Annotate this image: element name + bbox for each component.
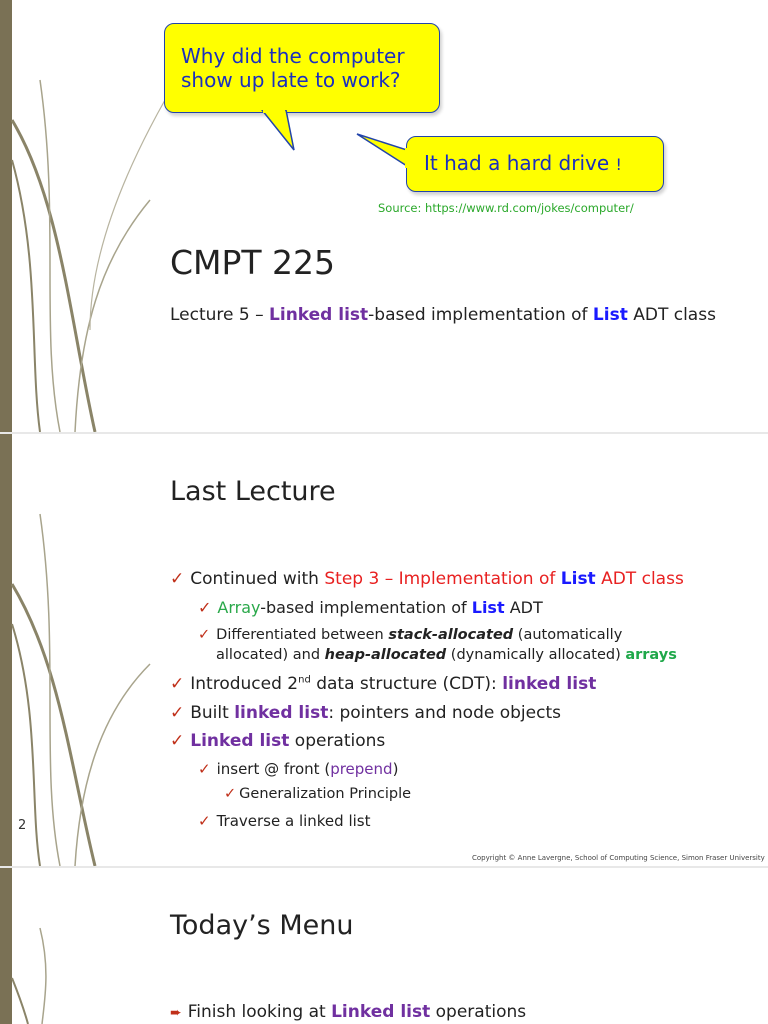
subtitle-list: List — [592, 305, 628, 325]
slide-separator — [0, 432, 768, 434]
bullet-prepend: prepend — [330, 760, 393, 778]
decorative-leaves — [10, 79, 166, 432]
bullet-operations: ✓Linked list operations — [170, 731, 385, 751]
bullet-built: ✓Built linked list: pointers and node ob… — [170, 703, 561, 723]
check-icon: ✓ — [170, 731, 185, 751]
lecture-subtitle: Lecture 5 – Linked list-based implementa… — [170, 305, 716, 325]
bullet-array-based: ✓ Array-based implementation of List ADT — [198, 598, 543, 617]
bullet-continued: ✓Continued with Step 3 – Implementation … — [170, 569, 684, 589]
bullet-text: Built — [190, 703, 235, 723]
bullet-text-2: operations — [430, 1002, 527, 1022]
bullet-heap-allocated: heap-allocated — [324, 647, 447, 663]
bullet-linked-list: Linked list — [331, 1002, 431, 1022]
course-title: CMPT 225 — [170, 243, 336, 282]
bullet-text: Differentiated between — [216, 627, 389, 643]
bullet-arrays-word: arrays — [625, 647, 677, 663]
bullet-array-word: Array — [217, 598, 261, 617]
bullet-text: operations — [289, 731, 386, 751]
check-icon: ✓ — [170, 569, 185, 589]
bullet-text-3: allocated) and — [216, 647, 325, 663]
bullet-superscript: nd — [298, 674, 311, 686]
copyright: Copyright © Anne Lavergne, School of Com… — [472, 854, 765, 862]
bullet-stack-allocated: stack-allocated — [388, 627, 514, 643]
subtitle-mid: -based implementation of — [368, 305, 593, 325]
slide-3: Today’s Menu ➨ Finish looking at Linked l… — [0, 868, 768, 1024]
joke-source: Source: https://www.rd.com/jokes/compute… — [378, 201, 634, 215]
check-icon: ✓ — [198, 598, 212, 617]
bullet-text: insert @ front ( — [216, 760, 331, 778]
subtitle-prefix: Lecture 5 – — [170, 305, 270, 325]
bullet-text-4: (dynamically allocated) — [446, 647, 626, 663]
check-icon: ✓ — [198, 812, 211, 830]
slide-1: Why did the computer show up late to wor… — [0, 0, 768, 432]
bullet-text: Generalization Principle — [239, 786, 412, 802]
bullet-text: -based implementation of — [260, 598, 472, 617]
bubble-tail-2 — [356, 133, 409, 168]
bullet-list-keyword: List — [471, 598, 505, 617]
bullet-finish: ➨ Finish looking at Linked list operation… — [170, 1002, 526, 1022]
bullet-traverse: ✓ Traverse a linked list — [198, 812, 370, 830]
bullet-introduced: ✓Introduced 2nd data structure (CDT): li… — [170, 674, 596, 694]
slide-separator — [0, 866, 768, 868]
bullet-red-text-2: ADT class — [595, 569, 684, 589]
check-icon: ✓ — [198, 627, 211, 643]
joke-answer-bubble: It had a hard drive ! — [406, 136, 664, 192]
bullet-text-2: data structure (CDT): — [310, 674, 503, 694]
slide-side-bar — [0, 868, 12, 1024]
bullet-linked-list: Linked list — [190, 731, 290, 751]
bullet-linked-list: linked list — [502, 674, 597, 694]
bullet-text: Finish looking at — [187, 1002, 332, 1022]
slide-2: Last Lecture ✓Continued with Step 3 – Im… — [0, 434, 768, 866]
check-icon: ✓ — [170, 703, 185, 723]
bullet-text-2: ) — [392, 760, 399, 778]
slide-title: Today’s Menu — [170, 910, 354, 941]
bullet-text: Introduced 2 — [190, 674, 299, 694]
check-icon: ✓ — [198, 760, 211, 778]
bullet-red-text: Step 3 – Implementation of — [324, 569, 561, 589]
bullet-generalization: ✓Generalization Principle — [224, 786, 411, 802]
bullet-text: Traverse a linked list — [216, 812, 371, 830]
bullet-text-2: (automatically — [513, 627, 623, 643]
joke-question-bubble: Why did the computer show up late to wor… — [164, 23, 440, 113]
joke-answer-excl: ! — [615, 155, 622, 174]
bullet-text-2: : pointers and node objects — [328, 703, 561, 723]
check-icon: ✓ — [170, 674, 185, 694]
decorative-leaves — [11, 927, 47, 1024]
bullet-differentiated-line2: allocated) and heap-allocated (dynamical… — [216, 647, 677, 663]
bullet-list-keyword: List — [560, 569, 596, 589]
slide-side-bar — [0, 0, 12, 432]
bullet-suffix: ADT — [504, 598, 543, 617]
page-number: 2 — [18, 818, 27, 833]
check-icon: ✓ — [224, 786, 237, 802]
decorative-leaves — [10, 513, 151, 866]
arrow-bullet-icon: ➨ — [170, 1005, 182, 1021]
bullet-linked-list: linked list — [234, 703, 329, 723]
bubble-tail — [261, 110, 295, 151]
slide-title: Last Lecture — [170, 476, 336, 507]
subtitle-suffix: ADT class — [627, 305, 716, 325]
subtitle-linked-list: Linked list — [269, 305, 369, 325]
slide-side-bar — [0, 434, 12, 866]
bullet-differentiated: ✓Differentiated between stack-allocated … — [198, 627, 622, 643]
bullet-text: Continued with — [190, 569, 325, 589]
joke-answer-text: It had a hard drive — [424, 151, 610, 175]
bullet-insert-front: ✓ insert @ front (prepend) — [198, 760, 398, 778]
joke-question-text: Why did the computer show up late to wor… — [181, 44, 405, 92]
